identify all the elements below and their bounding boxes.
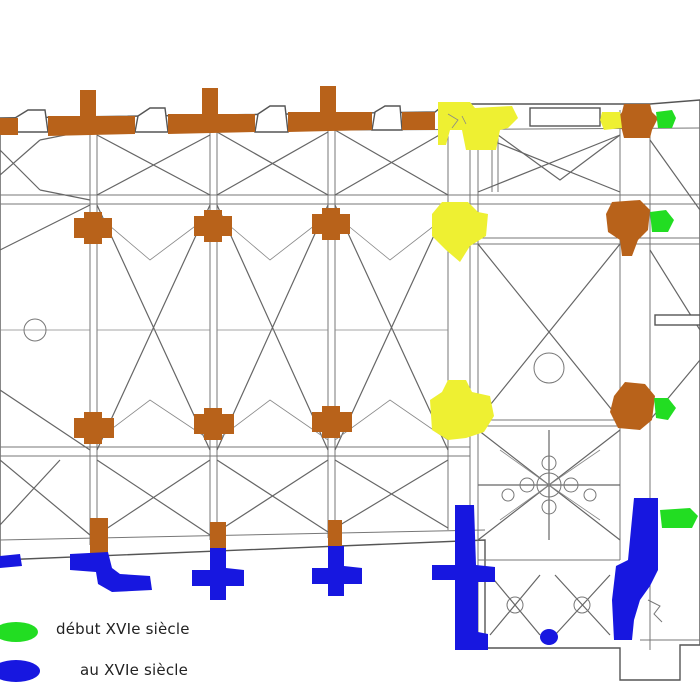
keystones bbox=[23, 318, 597, 614]
blue-buttress-7 bbox=[612, 498, 658, 640]
yellow-pier-low bbox=[430, 380, 494, 440]
legend bbox=[0, 622, 40, 682]
blue-buttress-2 bbox=[70, 552, 152, 592]
blue-buttress-1 bbox=[0, 554, 22, 568]
vault-ribs bbox=[0, 129, 700, 636]
legend-label-blue: au XVIe siècle bbox=[80, 661, 189, 679]
brown-buttress-4 bbox=[288, 86, 372, 132]
brown-pier-2 bbox=[194, 210, 232, 242]
brown-pier-9 bbox=[610, 382, 655, 430]
blue-buttress-4 bbox=[312, 546, 362, 596]
blue-buttress-6 bbox=[540, 629, 558, 645]
brown-pier-1 bbox=[74, 212, 112, 244]
brown-elements bbox=[0, 86, 658, 554]
brown-pier-5 bbox=[194, 408, 234, 440]
brown-wall-stub-2 bbox=[210, 522, 226, 552]
yellow-pier-mid bbox=[432, 202, 488, 262]
green-buttress-1 bbox=[656, 110, 676, 128]
green-elements bbox=[650, 110, 698, 528]
brown-pier-3 bbox=[312, 208, 350, 240]
blue-buttress-5 bbox=[432, 505, 495, 650]
brown-wall-stub-3 bbox=[328, 520, 342, 548]
blue-buttress-3 bbox=[192, 548, 244, 600]
brown-buttress-1 bbox=[0, 118, 18, 135]
green-buttress-2 bbox=[650, 210, 674, 232]
brown-pier-8 bbox=[606, 200, 650, 256]
brown-pier-7 bbox=[618, 104, 658, 138]
brown-buttress-2 bbox=[48, 90, 135, 136]
brown-buttress-3 bbox=[168, 88, 255, 134]
brown-wall-stub-1 bbox=[90, 518, 108, 554]
yellow-pier-small bbox=[600, 112, 622, 130]
brown-pier-6 bbox=[312, 406, 352, 438]
legend-swatch-blue bbox=[0, 660, 40, 682]
brown-pier-4 bbox=[74, 412, 114, 444]
yellow-elements bbox=[430, 102, 622, 440]
yellow-pier-top bbox=[438, 102, 518, 150]
apse-details bbox=[640, 314, 700, 641]
green-buttress-3 bbox=[654, 398, 676, 420]
blue-elements bbox=[0, 498, 658, 650]
nave-walls bbox=[0, 99, 700, 681]
legend-label-green: début XVIe siècle bbox=[56, 620, 190, 638]
brown-buttress-5 bbox=[402, 112, 435, 130]
legend-swatch-green bbox=[0, 622, 38, 642]
green-buttress-4 bbox=[660, 508, 698, 528]
bay-lines bbox=[89, 110, 651, 650]
top-buttress-outlines bbox=[11, 105, 601, 133]
